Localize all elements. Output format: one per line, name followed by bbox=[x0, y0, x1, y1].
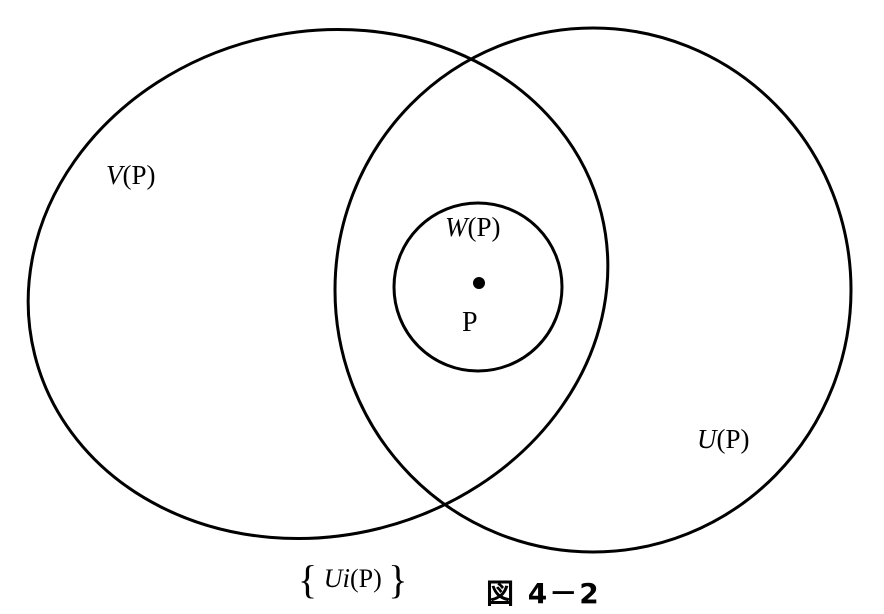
region-v-label: V(P) bbox=[106, 162, 156, 189]
family-index: i bbox=[342, 563, 350, 593]
region-w-label: W(P) bbox=[445, 214, 501, 241]
region-u-ellipse bbox=[333, 26, 853, 554]
family-name: U bbox=[323, 564, 343, 593]
region-w-arg: (P) bbox=[467, 212, 501, 242]
region-w-name: W bbox=[445, 212, 468, 242]
region-u-name: U bbox=[697, 424, 717, 454]
family-close-brace: } bbox=[388, 557, 408, 602]
neighborhood-family-label: { Ui(P) } bbox=[298, 560, 407, 600]
family-arg: (P) bbox=[350, 564, 382, 593]
point-p-label: P bbox=[462, 307, 478, 338]
region-u-arg: (P) bbox=[716, 424, 750, 454]
region-u-label: U(P) bbox=[697, 426, 750, 453]
point-p-dot bbox=[473, 277, 485, 289]
region-w-circle bbox=[392, 201, 564, 373]
region-v-ellipse bbox=[26, 27, 610, 541]
figure-caption: 図 4－2 bbox=[486, 577, 601, 610]
region-v-name: V bbox=[106, 160, 123, 190]
region-v-arg: (P) bbox=[122, 160, 156, 190]
family-open-brace: { bbox=[298, 557, 318, 602]
